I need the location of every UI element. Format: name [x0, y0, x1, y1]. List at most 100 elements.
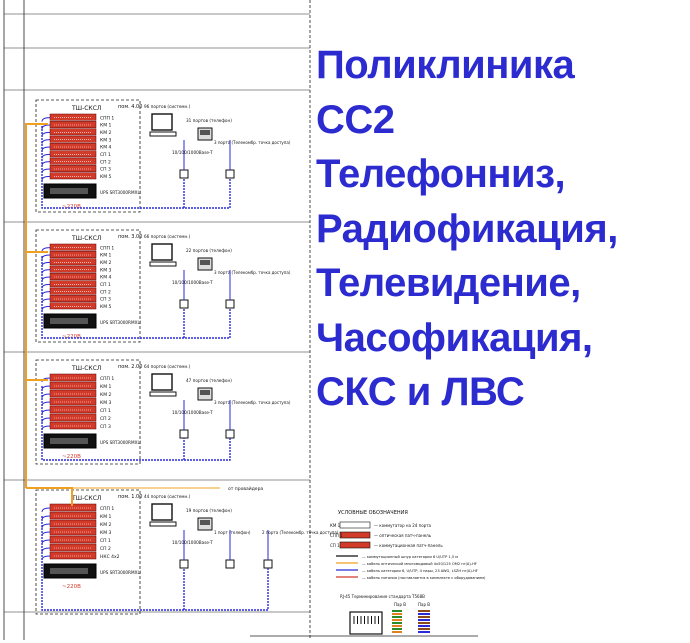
legend-title: УСЛОВНЫЕ ОБОЗНАЧЕНИЯ: [338, 510, 408, 516]
telephone-handset: [200, 130, 210, 135]
rack-panel-label: КМ 5: [100, 304, 112, 310]
patch-cord: [41, 385, 51, 391]
computer-keyboard: [149, 391, 177, 397]
access-point-label: 2 порта (Телекомбр. точка доступа): [262, 530, 339, 535]
patch-cord: [41, 124, 51, 130]
legend-swatch: [339, 531, 371, 539]
wire-swatch: [418, 619, 430, 621]
patch-cord: [41, 417, 51, 423]
wire-swatch: [392, 619, 402, 621]
wire-swatch: [392, 622, 402, 624]
legend-swatch: [339, 541, 371, 549]
power-label: ~220В: [62, 454, 81, 460]
title-line: Часофикация,: [316, 315, 593, 360]
rack-panel-label: СП 2: [100, 289, 111, 295]
patch-cord: [41, 401, 51, 407]
patch-cord: [41, 175, 51, 181]
horizontal-cable: [41, 256, 231, 339]
connector-column-label: Пар В: [418, 602, 430, 607]
title-line: Поликлиника: [316, 43, 575, 87]
title-line: Радиофикация,: [316, 206, 618, 251]
computer-monitor: [151, 243, 173, 261]
title-line: Телевидение,: [316, 261, 581, 305]
rack-panel: [49, 150, 97, 158]
legend-line-text: — кабель категории 6, U/UTP, 4 пары, 23 …: [362, 569, 478, 573]
rack-panel-label: НКС 4х2: [100, 554, 120, 560]
cabinet-label: ТШ-СКСЛ: [71, 495, 101, 502]
rack-panel: [49, 302, 97, 310]
rack-panel: [49, 389, 97, 398]
rack-panel: [49, 519, 97, 528]
rack-panel-label: КМ 1: [100, 253, 112, 259]
patch-cord: [41, 283, 51, 289]
wire-swatch: [418, 622, 430, 624]
wire-swatch: [392, 616, 402, 618]
patch-cord: [41, 305, 51, 311]
ups-display: [50, 438, 88, 444]
cabinet-label: ТШ-СКСЛ: [71, 235, 101, 242]
legend-line-text: — коммутационный шнур категории 6 U/UTP …: [362, 555, 458, 559]
horizontal-cable: [41, 126, 231, 209]
connector-column-label: Пар В: [394, 602, 406, 607]
patch-cord: [41, 261, 51, 267]
rack-panel: [49, 128, 97, 136]
telephone-label: 22 портов (телефон): [186, 248, 232, 253]
legend-text: — коммутационная патч-панель: [374, 543, 443, 548]
access-point-label: 3 порта (Телекомбр. точка доступа): [214, 400, 291, 405]
computer-keyboard: [149, 261, 177, 267]
wall-socket: [263, 559, 273, 569]
patch-cord: [41, 298, 51, 304]
rack-panel-label: СП 1: [100, 538, 111, 544]
rj45-jack: [349, 611, 383, 635]
wall-socket: [225, 429, 235, 439]
rack-panel-label: СПП 1: [100, 506, 114, 512]
rack-panel: [49, 381, 97, 390]
rack-panel-label: КМ 2: [100, 522, 112, 528]
power-label: ~220В: [62, 204, 81, 210]
patch-cord: [41, 523, 51, 529]
rack-panel: [49, 135, 97, 143]
wire-swatch: [418, 616, 430, 618]
rack-panel: [49, 157, 97, 165]
patch-cord: [41, 146, 51, 152]
patch-cord: [41, 139, 51, 144]
patch-cord: [41, 276, 51, 282]
rack-panel-label: СП 3: [100, 297, 111, 303]
patch-cord: [41, 291, 51, 296]
rack-panel-label: КМ 3: [100, 267, 112, 273]
rack-panel: [49, 535, 97, 544]
server-room-frame: [35, 99, 141, 213]
rack-panel-label: КМ 5: [100, 174, 112, 180]
title-line: СС2: [316, 97, 395, 142]
computer-label: 44 портов (системн.): [144, 494, 191, 499]
telephone-handset: [200, 390, 210, 395]
rack-panel: [49, 165, 97, 172]
rack-panel-label: КМ 1: [100, 384, 112, 390]
telephone-label: 19 портов (телефон): [186, 508, 232, 513]
rack-panel-label: СП 1: [100, 152, 111, 158]
ups-label: UPS SRT3000RMXLI: [100, 570, 141, 575]
floor-level-label: пом. 3.00: [118, 234, 142, 240]
cable-type-label: 10/100/1000Base-T: [172, 150, 213, 155]
rack-panel-label: КМ 4: [100, 275, 112, 281]
rack-panel: [49, 280, 97, 288]
patch-cord: [41, 555, 51, 561]
legend-code: КМ 1: [330, 523, 341, 528]
patch-cord: [41, 515, 51, 521]
wall-socket: [179, 429, 189, 439]
rack-panel: [49, 295, 97, 302]
rack-panel: [49, 543, 97, 552]
rack-panel: [49, 413, 97, 422]
wall-socket: [179, 169, 189, 179]
legend-text: — оптическая патч-панель: [374, 533, 432, 538]
wire-swatch: [392, 628, 402, 630]
provider-label: от провайдера: [228, 485, 263, 492]
cable-type-label: 10/100/1000Base-T: [172, 280, 213, 285]
ups-label: UPS SRT3000RMXLI: [100, 440, 141, 445]
rack-panel: [49, 421, 97, 430]
rack-panel: [49, 251, 97, 258]
computer-monitor: [151, 113, 173, 131]
rack-panel-label: КМ 2: [100, 260, 112, 266]
ups-label: UPS SRT3000RMXLI: [100, 190, 141, 195]
